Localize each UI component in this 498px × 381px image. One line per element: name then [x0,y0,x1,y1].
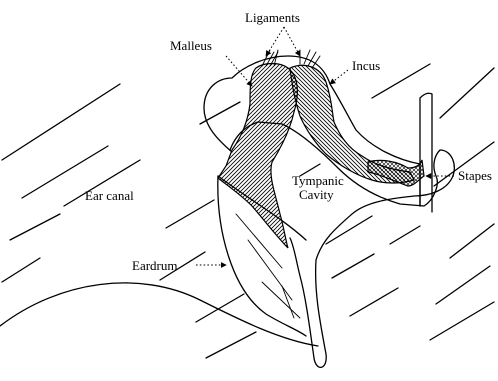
label-malleus: Malleus [170,38,212,53]
label-ear-canal: Ear canal [85,188,134,203]
label-ligaments: Ligaments [245,10,300,25]
malleus-bone [218,64,297,249]
label-incus: Incus [352,58,380,73]
label-cavity: Cavity [299,187,334,202]
ear-canal-wall [0,283,318,346]
label-eardrum: Eardrum [132,258,177,273]
label-stapes: Stapes [458,168,492,183]
label-tympanic: Tympanic [292,173,344,188]
ligament-fibers [262,50,320,68]
